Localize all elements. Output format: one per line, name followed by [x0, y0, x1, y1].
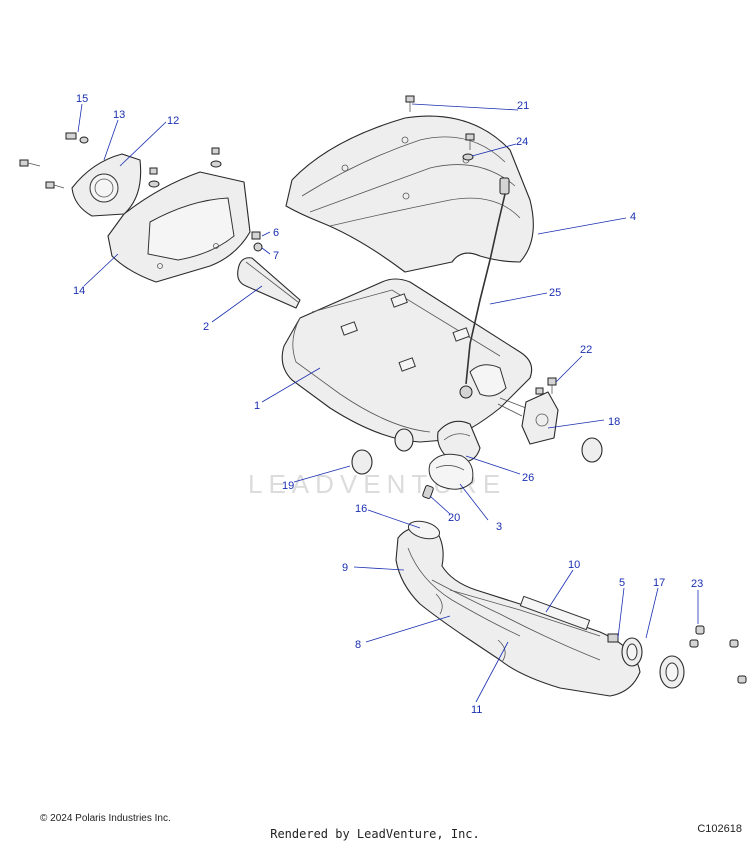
- part-flange-plate[interactable]: [71, 153, 142, 217]
- callout-21: 21: [517, 100, 529, 112]
- callout-4: 4: [630, 211, 636, 223]
- callout-5: 5: [619, 577, 625, 589]
- callout-1: 1: [254, 400, 260, 412]
- part-heat-shield-rear[interactable]: [107, 171, 251, 283]
- callout-3: 3: [496, 521, 502, 533]
- callout-9: 9: [342, 562, 348, 574]
- callout-22: 22: [580, 344, 592, 356]
- callout-11: 11: [471, 704, 482, 716]
- part-bolt-6[interactable]: [251, 231, 261, 240]
- rendered-by-credit: Rendered by LeadVenture, Inc.: [270, 827, 480, 841]
- callout-15: 15: [76, 93, 88, 105]
- callout-26: 26: [522, 472, 534, 484]
- part-grommet-19[interactable]: [351, 428, 603, 475]
- callout-25: 25: [549, 287, 561, 299]
- part-bolt-15[interactable]: [19, 132, 222, 189]
- callout-7: 7: [273, 250, 279, 262]
- part-oxygen-sensor[interactable]: [459, 177, 510, 399]
- callout-8: 8: [355, 639, 361, 651]
- callout-24: 24: [516, 136, 528, 148]
- part-washer-7[interactable]: [253, 242, 263, 252]
- copyright-notice: © 2024 Polaris Industries Inc.: [40, 813, 171, 824]
- callout-23: 23: [691, 578, 703, 590]
- callout-10: 10: [568, 559, 580, 571]
- callout-labels: 15 13 12 14 6 7 2 21 24 4 25 1 22 18 26 …: [73, 93, 703, 716]
- part-head-pipe[interactable]: [395, 526, 641, 697]
- part-bolt-21[interactable]: [405, 95, 475, 150]
- callout-14: 14: [73, 285, 85, 297]
- diagram-code: C102618: [697, 823, 742, 835]
- part-nut-23[interactable]: [689, 625, 747, 684]
- callout-19: 19: [282, 480, 294, 492]
- part-mount-bracket[interactable]: [521, 391, 559, 445]
- part-tailpipe-cone[interactable]: [237, 257, 301, 309]
- part-heat-shield-upper[interactable]: [285, 115, 534, 273]
- callout-16: 16: [355, 503, 367, 515]
- callout-2: 2: [203, 321, 209, 333]
- part-clamp[interactable]: [428, 453, 474, 490]
- part-outlet-flange[interactable]: [607, 633, 685, 689]
- callout-18: 18: [608, 416, 620, 428]
- part-muffler[interactable]: [281, 278, 533, 443]
- leader-lines: [77, 103, 699, 703]
- callout-20: 20: [448, 512, 460, 524]
- part-bolt-22[interactable]: [535, 377, 557, 395]
- part-gasket[interactable]: [422, 485, 434, 499]
- callout-12: 12: [167, 115, 179, 127]
- part-clamp-16[interactable]: [406, 518, 441, 542]
- callout-6: 6: [273, 227, 279, 239]
- part-washer-24[interactable]: [462, 153, 474, 161]
- part-inlet-tube[interactable]: [437, 420, 481, 463]
- callout-17: 17: [653, 577, 665, 589]
- callout-13: 13: [113, 109, 125, 121]
